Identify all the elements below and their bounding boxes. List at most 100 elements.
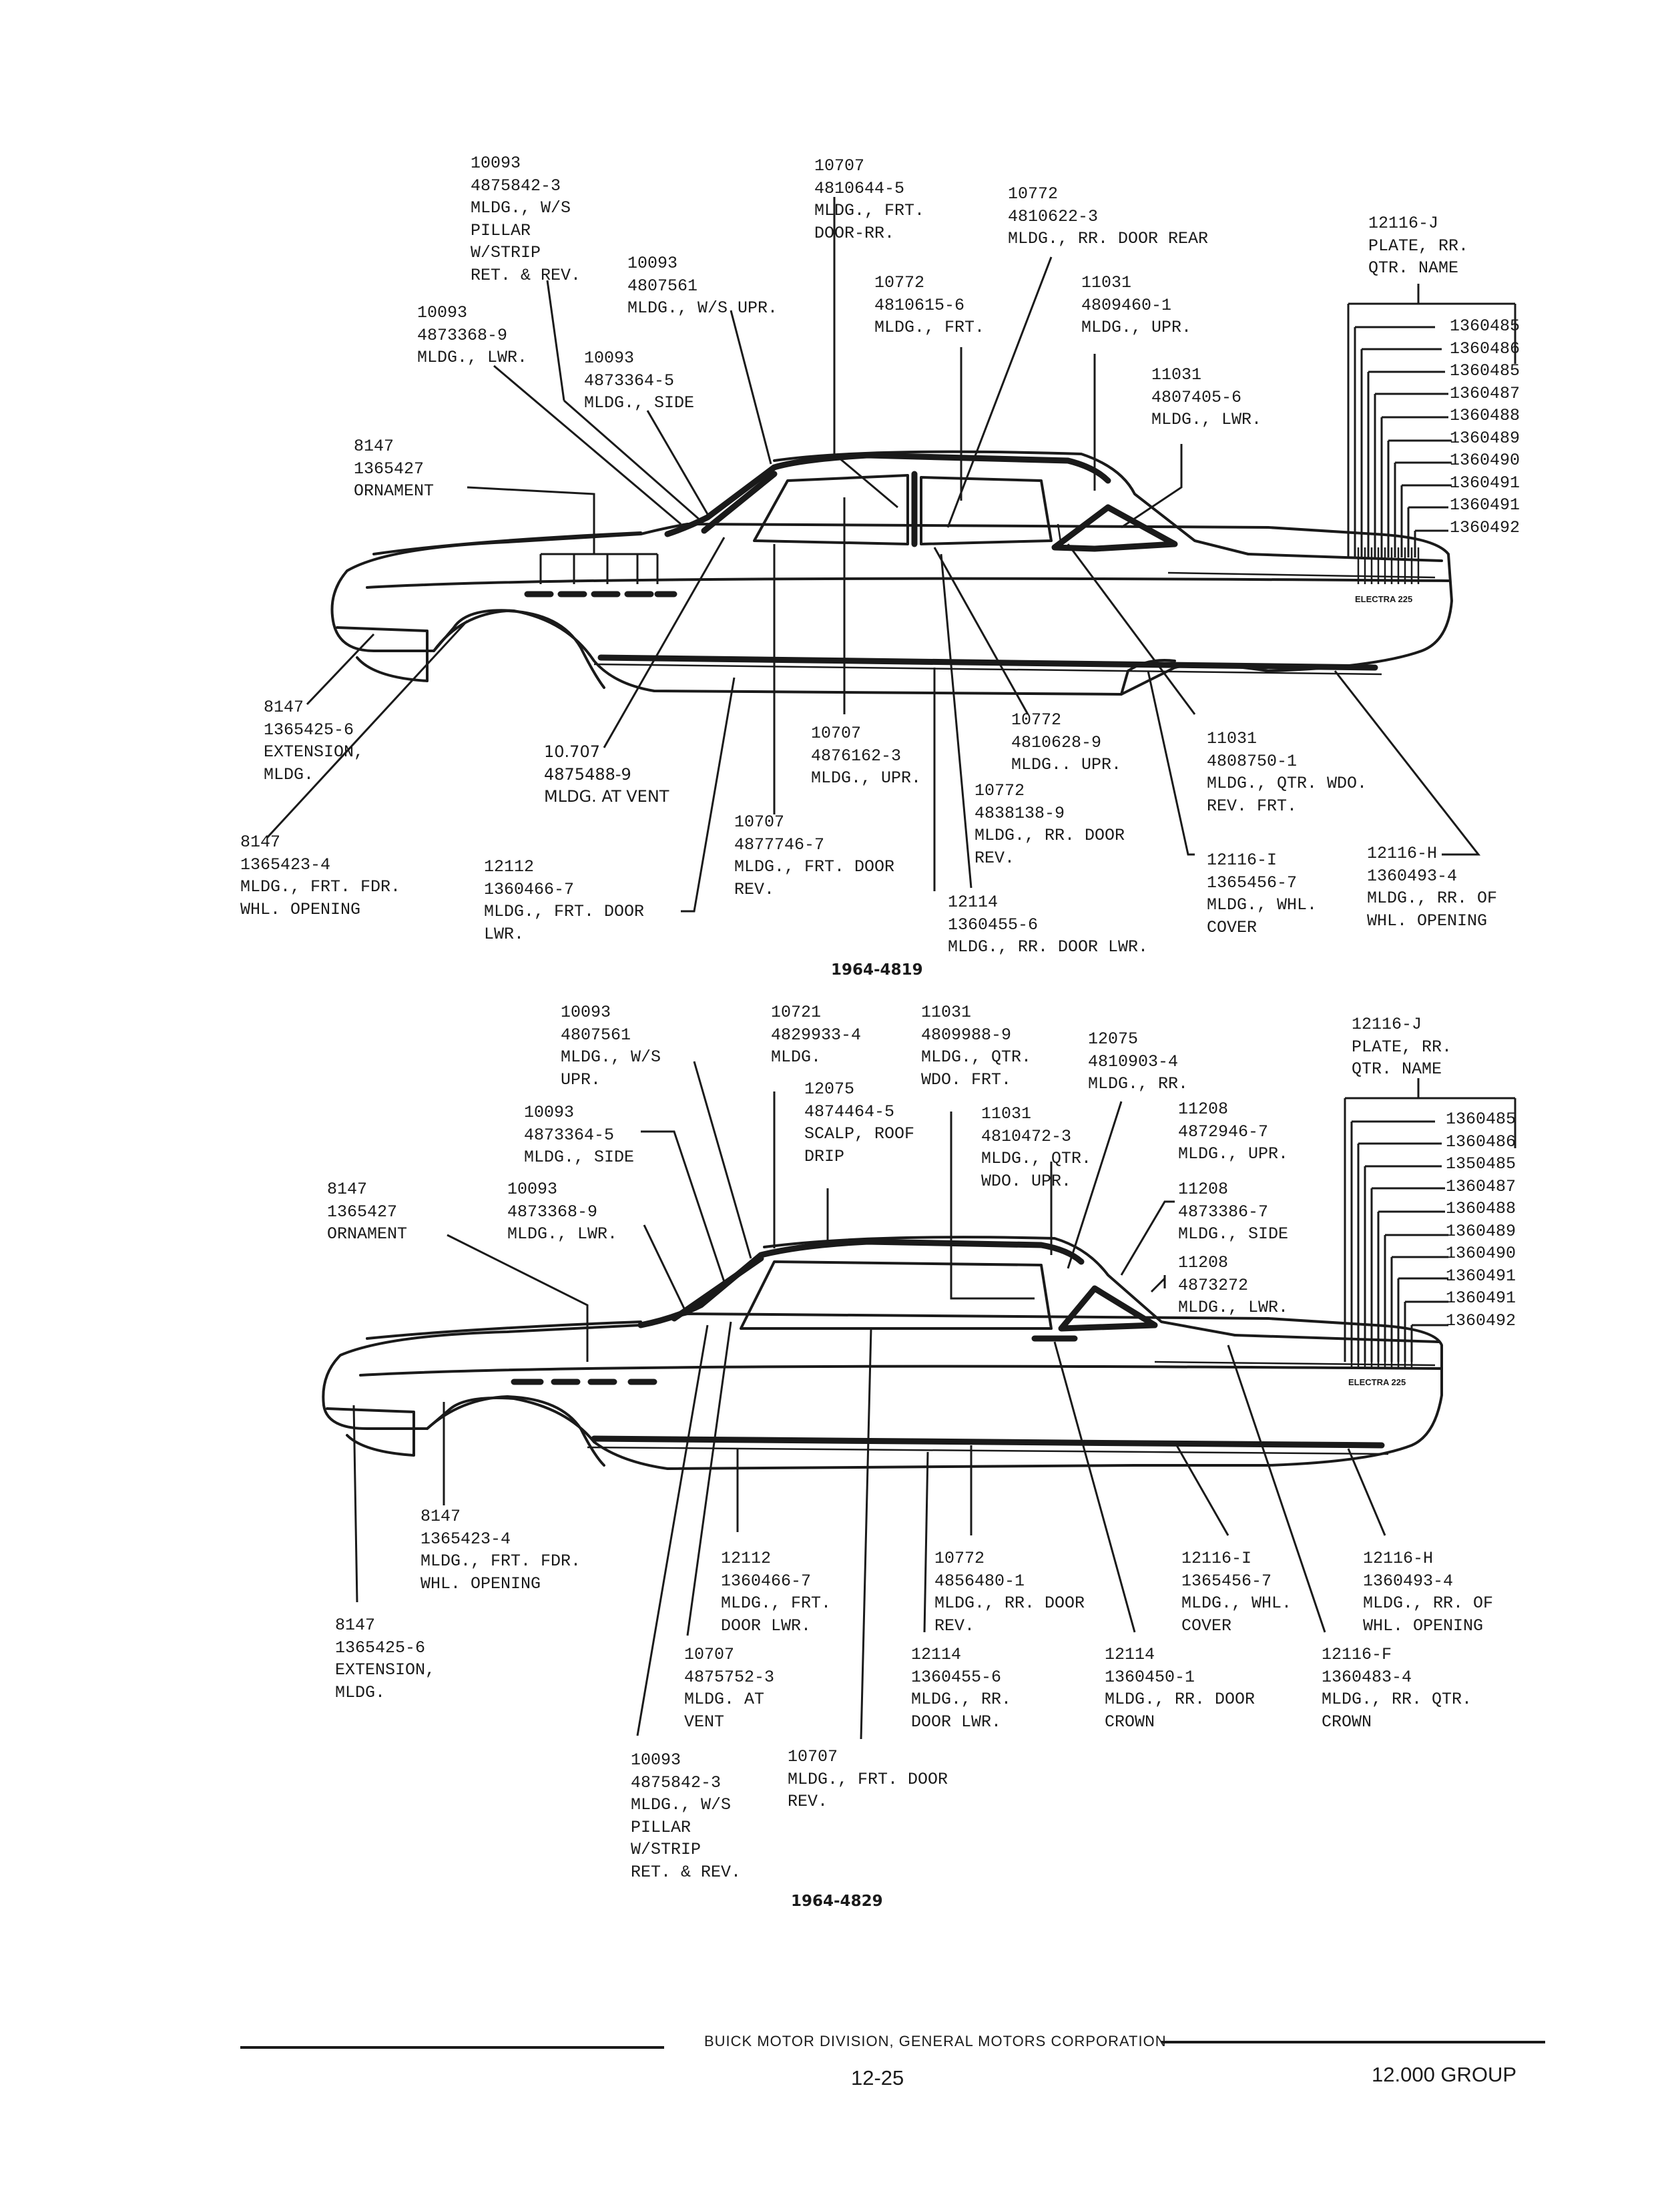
letter-part-number: 1360486 xyxy=(1450,338,1520,358)
callout-line: RET. & REV. xyxy=(471,265,581,285)
callout-line: MLDG., LWR. xyxy=(1178,1298,1289,1317)
callout-line: MLDG., FRT. xyxy=(721,1594,832,1613)
callout-line: WHL. OPENING xyxy=(1367,911,1488,931)
callout-line: MLDG., RR. OF xyxy=(1363,1594,1494,1613)
callout-line: 4810622-3 xyxy=(1008,206,1099,226)
top-figure-number: 1964-4819 xyxy=(831,961,923,979)
letter-part-number: 1360490 xyxy=(1450,451,1520,470)
callout-line: MLDG., W/S xyxy=(471,198,571,218)
callout-line: MLDG., SIDE xyxy=(584,393,695,413)
callout-line: MLDG.. UPR. xyxy=(1011,755,1122,774)
callout-line: 12116-F xyxy=(1322,1645,1392,1664)
callout-line: MLDG. xyxy=(264,764,314,784)
callout-line: 10707 xyxy=(814,156,865,176)
callout-line: 1360493-4 xyxy=(1363,1571,1454,1591)
callout-line: 11031 xyxy=(1207,729,1257,748)
letter-part-number: 1360485 xyxy=(1450,316,1520,336)
top-car-body xyxy=(330,450,1453,696)
callout-line: 10772 xyxy=(1008,184,1059,204)
callout-line: 4856480-1 xyxy=(934,1571,1025,1591)
callout-line: 4875488-9 xyxy=(544,764,631,784)
callout-line: 1360455-6 xyxy=(911,1667,1002,1687)
callout-line: SCALP, ROOF xyxy=(804,1124,915,1144)
callout-line: 10093 xyxy=(627,254,678,273)
callout-line: 1365423-4 xyxy=(421,1529,511,1549)
letter-part-number: 1360485 xyxy=(1446,1110,1516,1129)
callout-line: MLDG., RR. xyxy=(911,1690,1012,1709)
top-letter-bracket xyxy=(1347,304,1516,557)
callout-line: 1365456-7 xyxy=(1181,1571,1272,1591)
callout-line: MLDG., RR. DOOR REAR xyxy=(1008,229,1209,248)
callout-line: W/STRIP xyxy=(471,243,541,262)
bottom-figure-number: 1964-4829 xyxy=(791,1893,883,1910)
callout-line: MLDG., RR. xyxy=(1088,1074,1189,1093)
callout-line: 8147 xyxy=(354,437,394,456)
letter-part-number: 1360492 xyxy=(1446,1310,1516,1330)
callout-line: 11208 xyxy=(1178,1180,1229,1199)
callout-line: MLDG., UPR. xyxy=(811,768,922,788)
letter-part-number: 1360488 xyxy=(1450,406,1520,425)
callout-line: COVER xyxy=(1181,1616,1232,1636)
letter-part-number: 1360490 xyxy=(1446,1244,1516,1263)
bottom-leader-lines xyxy=(352,1061,1516,1740)
callout-line: 12075 xyxy=(1088,1029,1139,1049)
page-number: 12-25 xyxy=(851,2066,904,2090)
callout-line: MLDG., RR. QTR. xyxy=(1322,1690,1472,1709)
callout-line: 4808750-1 xyxy=(1207,751,1298,771)
callout-line: 10.707 xyxy=(544,742,600,761)
callout-line: MLDG., RR. DOOR xyxy=(1105,1690,1255,1709)
callout-line: MLDG., W/S UPR. xyxy=(627,298,778,318)
callout-line: 1365427 xyxy=(327,1202,398,1222)
footer-publisher: BUICK MOTOR DIVISION, GENERAL MOTORS COR… xyxy=(704,2033,1167,2049)
callout-line: 12114 xyxy=(1105,1645,1155,1664)
footer-rule-right xyxy=(1161,2041,1545,2043)
callout-line: MLDG., LWR. xyxy=(507,1224,618,1244)
callout-line: 1360466-7 xyxy=(721,1571,812,1591)
callout-line: QTR. NAME xyxy=(1368,258,1459,278)
letter-part-number: 1360489 xyxy=(1450,428,1520,448)
callout-line: COVER xyxy=(1207,917,1257,937)
bottom-letter-bracket xyxy=(1344,1098,1516,1362)
callout-line: 10093 xyxy=(417,303,468,322)
callout-line: 4807405-6 xyxy=(1151,387,1242,407)
callout-line: 10707 xyxy=(811,724,862,743)
callout-line: 4810628-9 xyxy=(1011,732,1102,752)
callout-line: MLDG., FRT. DOOR xyxy=(788,1769,948,1789)
callout-line: WHL. OPENING xyxy=(240,899,361,919)
callout-line: MLDG., FRT. xyxy=(814,201,925,220)
callout-line: 8147 xyxy=(240,832,281,852)
callout-line: 4877746-7 xyxy=(734,834,825,854)
callout-line: 4810472-3 xyxy=(981,1126,1072,1146)
callout-line: MLDG., RR. DOOR LWR. xyxy=(948,937,1149,957)
callout-line: 12112 xyxy=(721,1549,772,1568)
callout-line: 10093 xyxy=(561,1003,611,1022)
callout-line: 4829933-4 xyxy=(771,1025,862,1045)
callout-line: 8147 xyxy=(335,1616,376,1635)
callout-line: 1365456-7 xyxy=(1207,873,1298,893)
callout-line: CROWN xyxy=(1322,1712,1372,1732)
callout-line: 11031 xyxy=(981,1104,1032,1124)
callout-line: 10707 xyxy=(734,812,785,832)
callout-line: 8147 xyxy=(264,698,304,717)
callout-line: MLDG., RR. DOOR xyxy=(934,1594,1085,1613)
callout-line: RET. & REV. xyxy=(631,1862,742,1882)
callout-line: 4810644-5 xyxy=(814,178,905,198)
